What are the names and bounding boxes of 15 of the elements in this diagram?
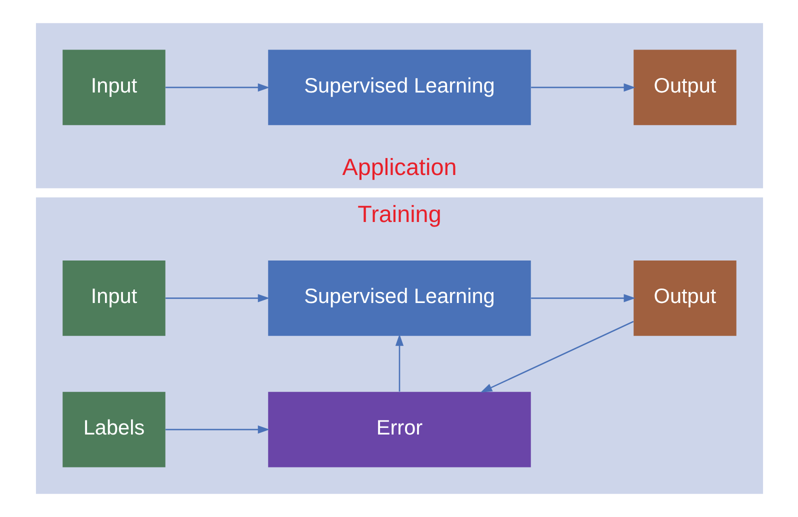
node-box: Supervised Learning (268, 50, 530, 126)
node-box: Input (62, 50, 165, 126)
node-box: Error (268, 392, 530, 468)
arrow (480, 320, 634, 393)
arrow (165, 83, 270, 92)
arrow (394, 334, 404, 392)
arrow (165, 294, 270, 302)
node-box: Output (633, 50, 736, 126)
node-box: Input (62, 260, 165, 336)
node-box: Labels (62, 392, 165, 468)
arrow (165, 425, 270, 434)
arrow (530, 294, 635, 302)
node-box: Output (633, 260, 736, 336)
arrow (530, 83, 635, 92)
node-box: Supervised Learning (268, 260, 530, 336)
